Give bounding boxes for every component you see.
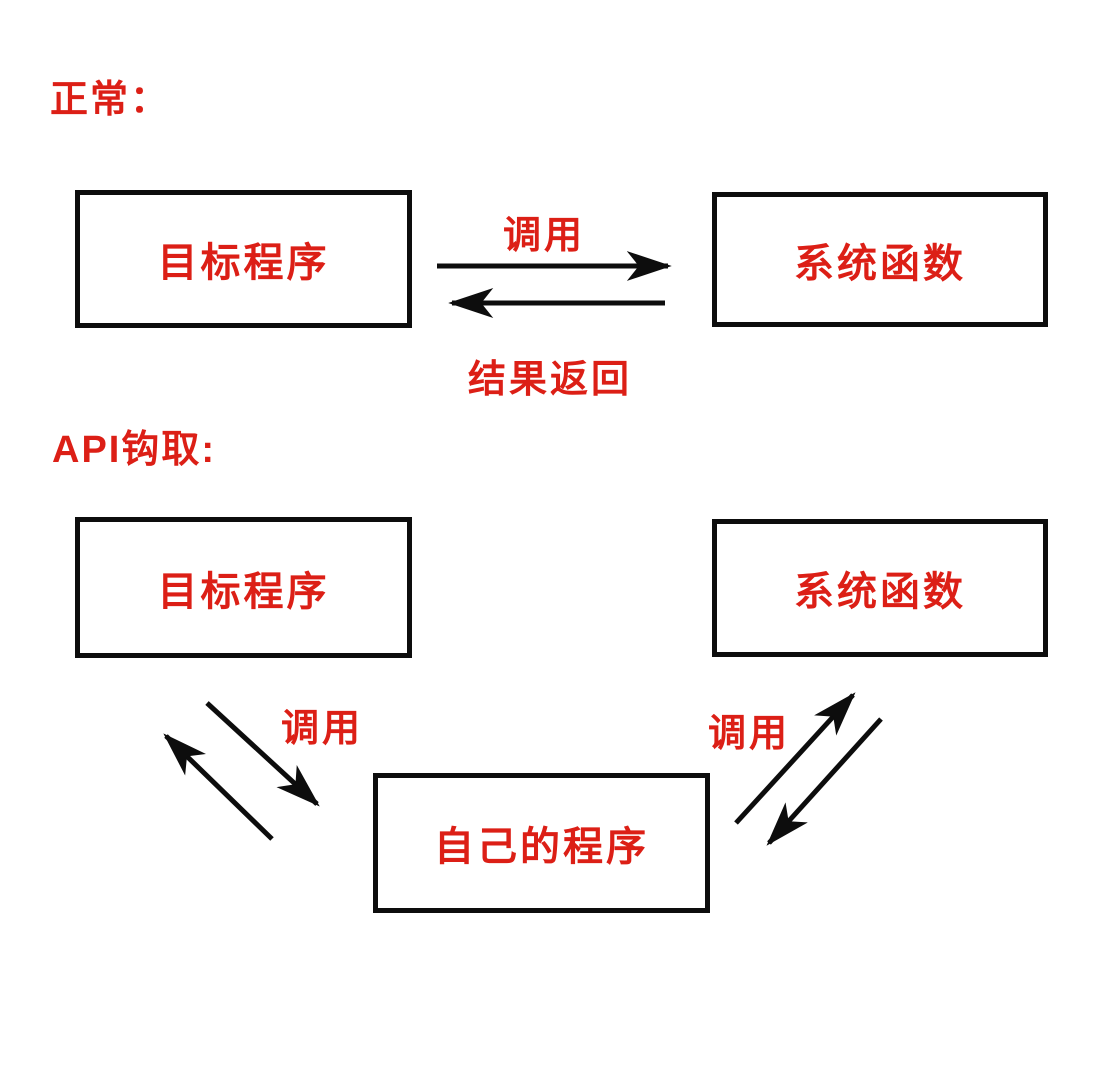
section-label-normal: 正常： — [50, 79, 171, 121]
box-hook-system-function-label: 系统函数 — [794, 570, 966, 614]
box-hook-own-program: 自己的程序 — [373, 773, 710, 913]
box-normal-system-function-label: 系统函数 — [794, 241, 966, 286]
arrow-hook-own-to-target — [163, 733, 274, 841]
box-hook-target-program-label: 目标程序 — [157, 569, 330, 614]
box-normal-target-program: 目标程序 — [75, 190, 412, 328]
box-normal-target-program-label: 目标程序 — [157, 241, 330, 285]
section-label-api-hook: API钩取: — [52, 429, 217, 471]
arrow-label-return-top: 结果返回 — [468, 359, 633, 401]
box-hook-system-function: 系统函数 — [712, 519, 1048, 657]
arrow-label-call-left: 调用 — [281, 708, 364, 750]
box-hook-target-program: 目标程序 — [75, 517, 412, 658]
box-hook-own-program-label: 自己的程序 — [434, 825, 649, 869]
arrow-label-call-top: 调用 — [503, 215, 586, 257]
box-normal-system-function: 系统函数 — [712, 192, 1048, 327]
arrow-label-call-right: 调用 — [708, 713, 791, 755]
